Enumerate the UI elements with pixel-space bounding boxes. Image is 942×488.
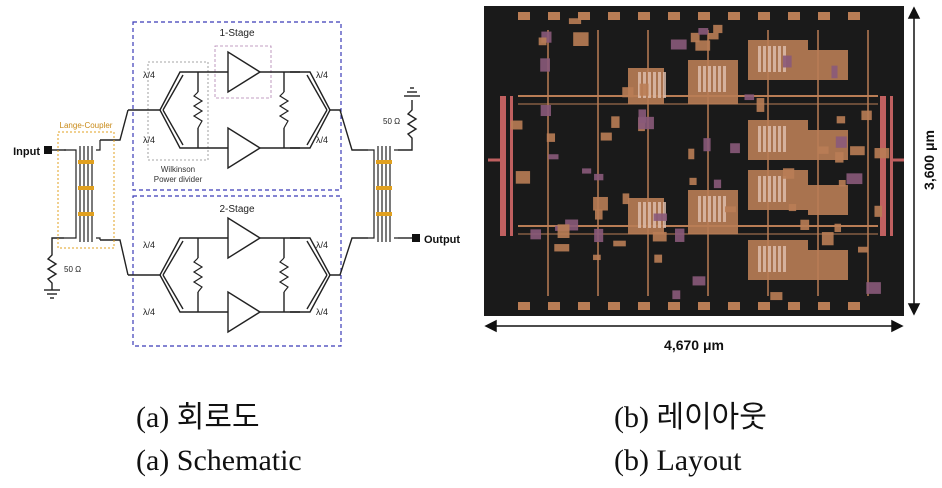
quarter-wave-label: λ/4: [143, 240, 155, 250]
quarter-wave-label: λ/4: [316, 70, 328, 80]
resistor-label-right: 50 Ω: [383, 117, 400, 126]
caption-a-korean: (a) 회로도: [136, 401, 260, 434]
wilkinson-box: [147, 61, 209, 161]
output-label: Output: [424, 234, 460, 246]
quarter-wave-label: λ/4: [316, 307, 328, 317]
quarter-wave-label: λ/4: [316, 135, 328, 145]
schematic-diagram: 1-Stage 2-Stage Wilkinson Power divider …: [13, 21, 460, 347]
quarter-wave-label: λ/4: [143, 307, 155, 317]
chip-layout: 4,670 μm 3,600 μm: [484, 6, 937, 353]
chip-features: [488, 12, 904, 310]
lange-coupler-left: [64, 140, 101, 242]
resistor-label-left: 50 Ω: [64, 265, 81, 274]
coupler-box-left: [57, 131, 115, 249]
quarter-wave-label: λ/4: [316, 240, 328, 250]
wilkinson-label-1: Wilkinson: [161, 165, 195, 174]
layout-height-label: 3,600 μm: [921, 130, 937, 190]
caption-b-korean: (b) 레이아웃: [614, 401, 767, 434]
quarter-wave-label: λ/4: [143, 135, 155, 145]
stage1-box: [132, 21, 342, 191]
stage1-label: 1-Stage: [219, 28, 254, 39]
layout-panel: 4,670 μm 3,600 μm: [478, 0, 942, 360]
layout-width-label: 4,670 μm: [664, 337, 724, 353]
stage2-label: 2-Stage: [219, 204, 254, 215]
caption-b-english: (b) Layout: [614, 444, 742, 477]
output-port: [412, 234, 420, 242]
coupler-label: Lange-Coupler: [60, 121, 113, 130]
quarter-wave-label: λ/4: [143, 70, 155, 80]
wilkinson-label-2: Power divider: [154, 175, 203, 184]
input-port: [44, 146, 52, 154]
input-label: Input: [13, 146, 40, 158]
caption-a-english: (a) Schematic: [136, 444, 302, 477]
